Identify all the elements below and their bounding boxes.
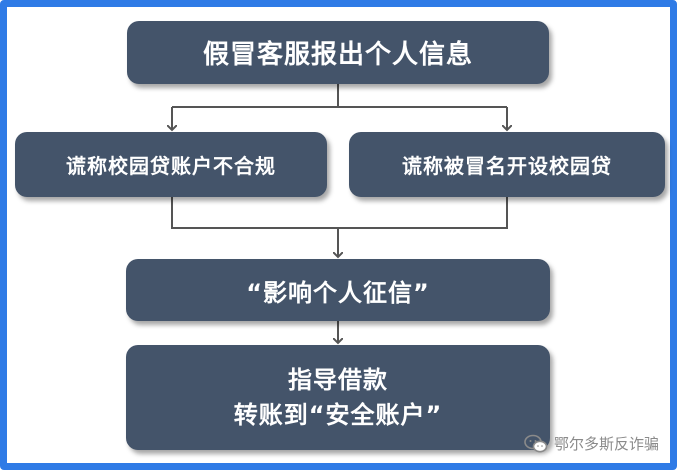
step-fake-service-label: 假冒客服报出个人信息 xyxy=(202,40,473,70)
step-credit-impact-label: “影响个人征信” xyxy=(246,278,430,307)
connector-top-split xyxy=(172,84,507,108)
step-fake-service-box: 假冒客服报出个人信息 xyxy=(127,21,549,84)
watermark: 鄂尔多斯反诈骗 xyxy=(524,433,659,454)
wechat-icon xyxy=(524,434,548,452)
step-credit-impact-box: “影响个人征信” xyxy=(126,259,550,321)
step-impersonated-loan-label: 谎称被冒名开设校园贷 xyxy=(402,154,612,178)
step-impersonated-loan-box: 谎称被冒名开设校园贷 xyxy=(349,132,665,197)
step-transfer-label-line2: 转账到“安全账户” xyxy=(233,400,443,429)
connector-merge xyxy=(171,197,508,229)
step-account-noncompliant-box: 谎称校园贷账户不合规 xyxy=(15,132,327,197)
step-transfer-label-line1: 指导借款 xyxy=(288,365,388,394)
step-account-noncompliant-label: 谎称校园贷账户不合规 xyxy=(66,154,276,178)
watermark-text: 鄂尔多斯反诈骗 xyxy=(553,435,659,453)
step-transfer-box: 指导借款 转账到“安全账户” xyxy=(126,345,550,450)
